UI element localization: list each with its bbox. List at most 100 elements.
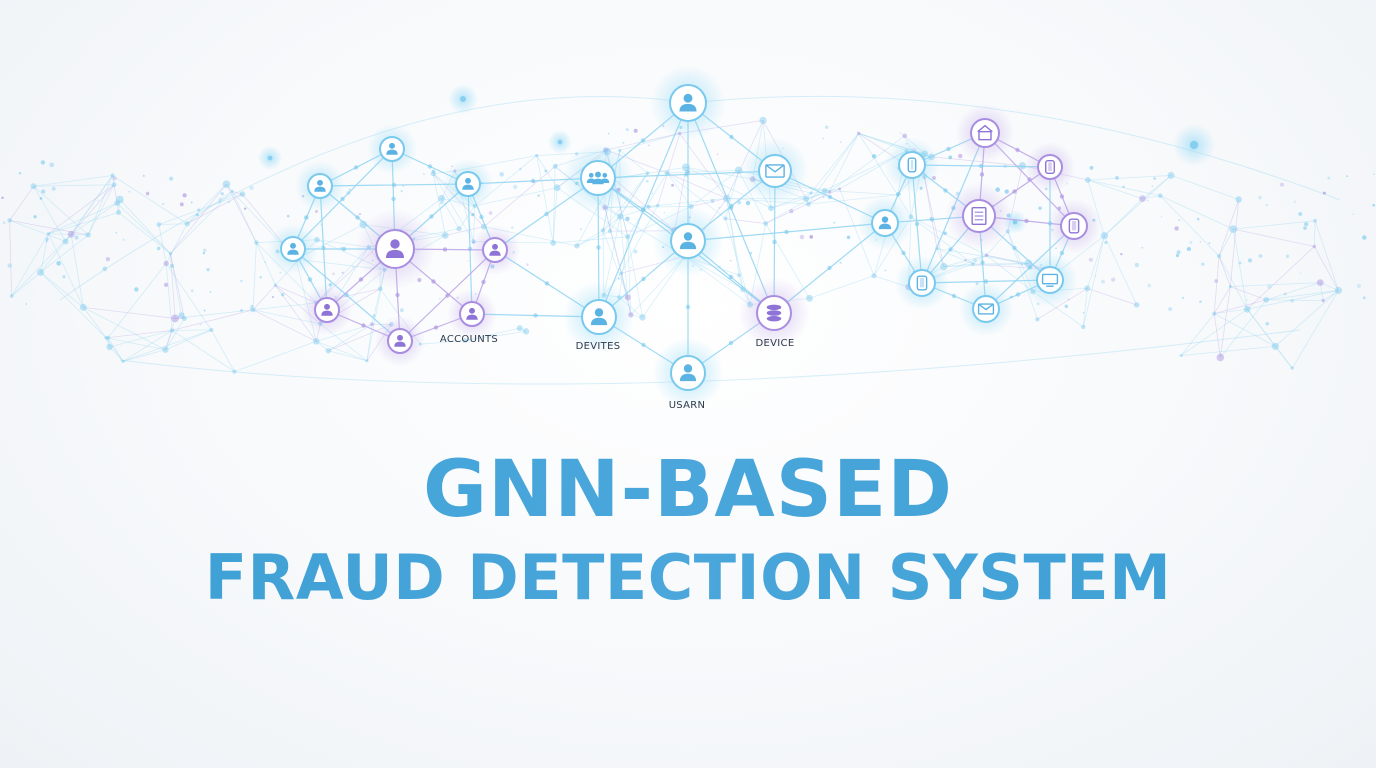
particle: [264, 261, 267, 263]
particle: [1265, 204, 1268, 207]
particle: [163, 282, 169, 287]
mesh-edge: [690, 198, 727, 207]
mesh-edge: [1181, 345, 1276, 356]
particle: [1088, 257, 1093, 262]
mesh-edge: [171, 330, 235, 372]
mesh-edge: [576, 230, 611, 247]
particle: [671, 183, 675, 187]
mesh-edge: [943, 263, 1029, 268]
mesh-point: [79, 303, 87, 311]
user-icon-head: [683, 232, 693, 241]
particle: [240, 279, 243, 283]
mesh-edge: [186, 193, 243, 225]
user-icon-body: [314, 186, 326, 192]
edge-particle: [980, 260, 985, 265]
glow-particle-core: [460, 96, 466, 102]
particle: [179, 202, 184, 207]
node-circle: [581, 299, 617, 335]
mesh-edge: [1086, 235, 1105, 289]
particle: [51, 186, 56, 191]
label-usarn: USARN: [669, 400, 706, 411]
particle: [400, 190, 403, 193]
node-circle: [970, 118, 1000, 148]
particle: [519, 167, 522, 171]
particle: [1134, 262, 1140, 268]
edge-particle: [341, 246, 347, 252]
particle: [1214, 279, 1219, 283]
mesh-edge: [275, 284, 317, 342]
particle: [39, 196, 43, 200]
mesh-edge: [252, 242, 257, 310]
mesh-edge: [83, 307, 107, 339]
node-circle: [580, 160, 616, 196]
edge-particle: [827, 194, 833, 200]
mesh-edge: [805, 191, 830, 200]
mesh-point: [1243, 305, 1251, 313]
mesh-point: [821, 187, 828, 194]
mesh-edge: [256, 242, 276, 286]
mesh-edge: [1246, 246, 1315, 310]
edge-particle: [728, 274, 734, 280]
mesh-point: [534, 153, 539, 158]
mesh-point: [902, 133, 908, 139]
mesh-point: [1084, 285, 1091, 292]
mesh-edge: [936, 248, 974, 265]
mesh-edge: [70, 184, 115, 235]
node-circle: [280, 236, 306, 262]
mesh-edge: [1246, 308, 1276, 347]
mesh-edge: [619, 133, 680, 151]
particle: [1279, 182, 1285, 187]
mesh-edge: [33, 186, 66, 242]
particle: [218, 197, 223, 202]
tablet-icon-frame: [1068, 218, 1080, 234]
mesh-edge: [210, 329, 235, 372]
user-icon-head: [683, 364, 693, 373]
particle: [645, 179, 649, 183]
mesh-edge: [1213, 256, 1220, 314]
mesh-point: [1263, 296, 1270, 303]
mesh-edge: [657, 197, 727, 206]
mesh-edge: [116, 202, 171, 254]
phone-icon-frame: [907, 157, 917, 173]
edge-particle: [530, 178, 536, 184]
mail-icon-frame: [765, 164, 785, 178]
user-icon-head: [469, 307, 475, 314]
particle: [227, 201, 230, 203]
mesh-edge: [1214, 299, 1267, 315]
mesh-point: [806, 294, 813, 302]
node-circle: [482, 237, 508, 263]
mesh-point: [209, 327, 214, 333]
edge-particle: [948, 247, 953, 252]
mesh-edge: [9, 220, 13, 297]
mesh-edge: [552, 187, 558, 243]
particle: [1373, 173, 1375, 176]
particle: [249, 306, 254, 310]
title-line-2: FRAUD DETECTION SYSTEM: [0, 538, 1376, 618]
user-icon-head: [389, 142, 395, 149]
particle: [1055, 247, 1057, 250]
particle: [128, 191, 131, 193]
mesh-edge: [1087, 288, 1137, 306]
mesh-edge: [107, 263, 167, 339]
mesh-edge: [667, 169, 739, 174]
node-circle: [670, 223, 706, 259]
mesh-edge: [231, 190, 243, 195]
particle: [197, 208, 201, 212]
mesh-point: [723, 216, 728, 221]
mesh-edge: [805, 133, 859, 200]
mesh-point: [254, 240, 259, 245]
mesh-point: [1157, 193, 1163, 199]
particle: [25, 303, 28, 305]
mesh-point: [984, 253, 989, 258]
mesh-point: [169, 328, 175, 333]
edge-particle: [951, 293, 957, 299]
mesh-point: [639, 314, 646, 321]
particle: [1004, 189, 1009, 194]
mesh-point: [110, 173, 115, 178]
particle: [1104, 240, 1108, 245]
particle: [718, 206, 721, 209]
particle: [1168, 307, 1173, 312]
mesh-edge: [48, 233, 84, 308]
mesh-point: [438, 194, 446, 202]
